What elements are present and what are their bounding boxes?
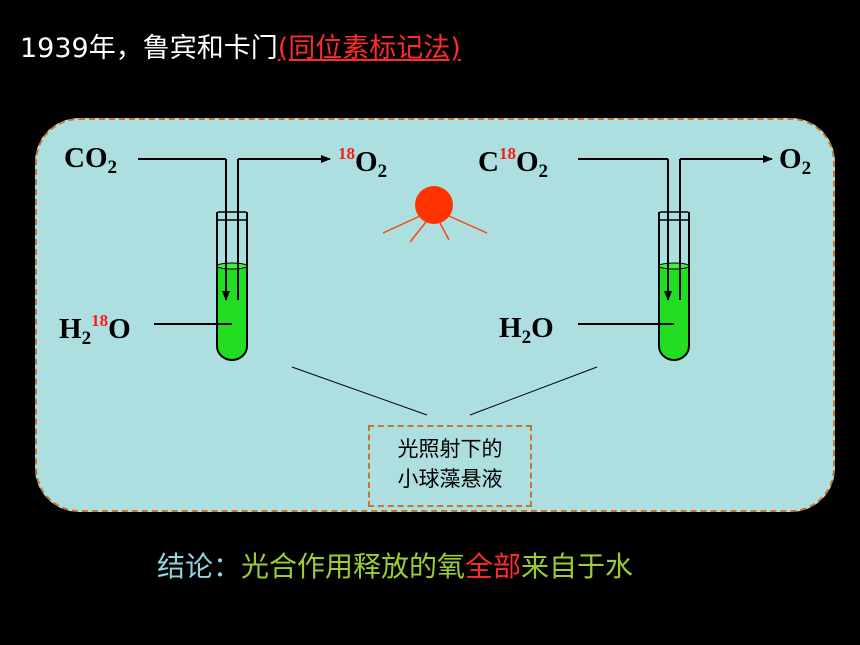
left-o2-output-label: 18O2 [338,144,388,182]
left-test-tube-icon [216,211,248,361]
sun-icon [382,186,488,243]
right-water-label: H2O [499,312,554,348]
right-test-tube-icon [658,211,690,361]
conclusion-highlight: 全部 [465,550,522,583]
title-text: 1939年，鲁宾和卡门 [20,33,278,64]
right-o2-output-label: O2 [779,143,812,179]
left-water-label: H218O [59,311,131,349]
conclusion-head: 结论： [157,550,242,583]
algae-suspension-note: 光照射下的 小球藻悬液 [368,425,532,507]
note-line-2: 小球藻悬液 [397,467,503,491]
left-co2-label: CO2 [64,142,117,178]
note-pointer-lines [291,366,598,416]
note-line-1: 光照射下的 [397,437,503,461]
conclusion-part1: 光合作用释放的氧 [241,550,466,583]
right-co2-label: C18O2 [478,144,549,182]
conclusion-part2: 来自于水 [521,550,634,583]
right-tubing [578,155,773,325]
page-title: 1939年，鲁宾和卡门(同位素标记法) [20,26,461,65]
title-method: (同位素标记法) [277,33,461,64]
left-tubing [138,155,331,325]
conclusion: 结论：光合作用释放的氧全部来自于水 [157,545,633,585]
